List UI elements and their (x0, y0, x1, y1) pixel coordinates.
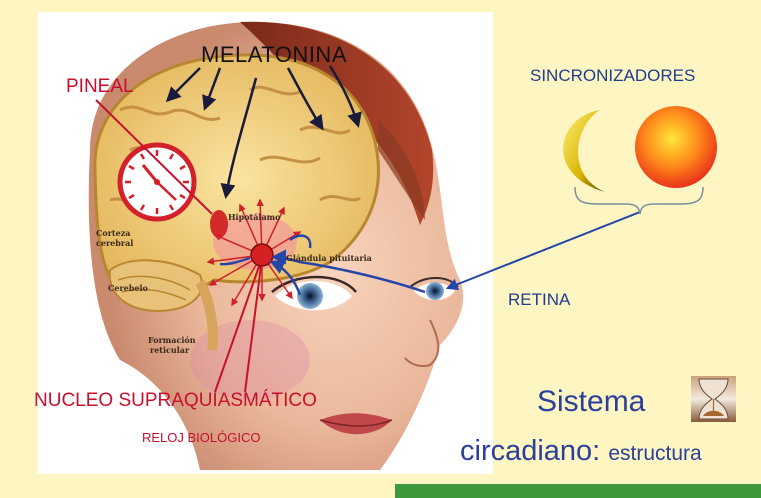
label-pineal: PINEAL (66, 76, 134, 98)
brain-label-reticular: reticular (150, 345, 189, 355)
moon-icon (563, 110, 605, 192)
pineal-gland (210, 210, 228, 238)
label-reloj-biologico: RELOJ BIOLÓGICO (142, 430, 260, 445)
brain-label-glandula: Glándula pituitaria (286, 253, 372, 263)
brain-label-formacion: Formación (148, 335, 196, 345)
title-line-1: Sistema (537, 385, 645, 419)
hourglass-icon (691, 376, 736, 422)
sincronizadores-brace (575, 187, 703, 214)
sun-icon (635, 106, 717, 188)
brain-label-cerebelo: Cerebelo (108, 283, 148, 293)
footer-bar (395, 484, 761, 498)
clock-icon (120, 145, 194, 219)
brain-label-corteza: Corteza (96, 228, 130, 238)
title-circadiano: circadiano: (460, 435, 600, 467)
scn-nucleus (251, 244, 273, 266)
title-line-2: circadiano: estructura (460, 435, 702, 468)
brain-label-cerebral: cerebral (96, 238, 133, 248)
title-estructura: estructura (608, 442, 701, 465)
label-melatonina: MELATONINA (201, 42, 347, 68)
label-retina: RETINA (508, 290, 570, 310)
brain-label-hipotalamo: Hipotálamo (228, 212, 280, 222)
label-nucleo-supraquiasmatico: NUCLEO SUPRAQUIASMÁTICO (34, 390, 317, 412)
label-sincronizadores: SINCRONIZADORES (530, 66, 695, 86)
